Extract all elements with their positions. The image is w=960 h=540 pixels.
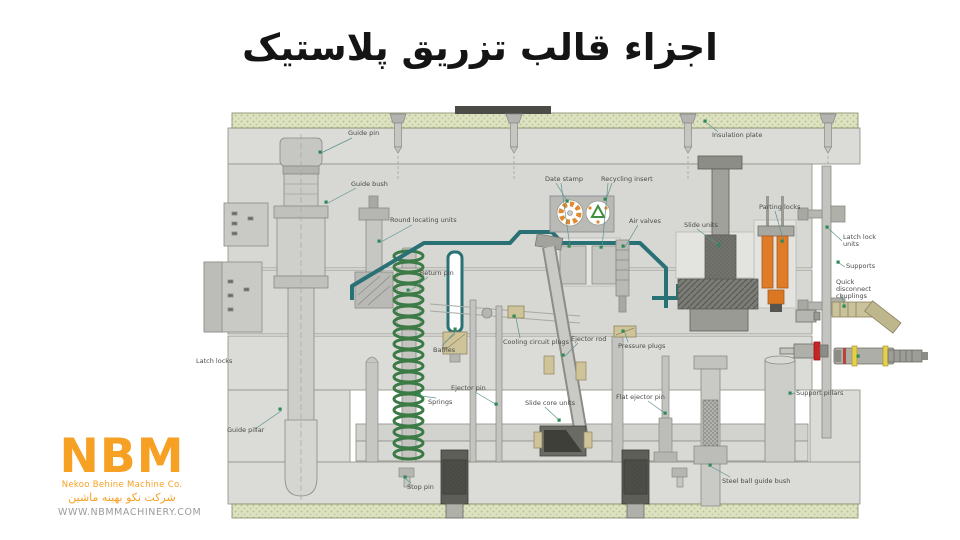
parting-lock (757, 196, 795, 312)
elbow-coupling (831, 300, 902, 334)
nbm-logo: NBM Nekoo Behine Machine Co. شرکت نکو به… (58, 429, 202, 519)
nbm-company-name-fa: شرکت نکو بهینه ماشین (68, 491, 176, 505)
nbm-logo-word: NBM (59, 429, 185, 484)
machine-nozzle-bar (455, 106, 551, 114)
baffle (442, 250, 468, 363)
flat-ejector-pin (653, 355, 678, 463)
stop-pins (398, 467, 688, 488)
bottom-screw-bushings (440, 449, 650, 519)
guide-pin-assembly (273, 134, 329, 500)
left-latch-blocks (203, 202, 269, 333)
slide-unit (677, 155, 759, 332)
nbm-website: WWW.NBMMACHINERY.COM (58, 507, 202, 519)
ejector-pins (365, 299, 624, 463)
leader-lines (254, 122, 846, 484)
page-title: اجزاء قالب تزریق پلاستیک (242, 26, 718, 69)
ejector-rod (534, 233, 590, 447)
slide-core-unit (533, 425, 593, 457)
support-pillar (764, 355, 796, 463)
recycling-insert-dial (585, 200, 611, 226)
steel-ball-guide-bush (693, 355, 728, 507)
date-stamp-plate (549, 195, 615, 233)
pressure-plug (613, 325, 637, 338)
edge-couplings (779, 309, 829, 361)
leader-dots (278, 119, 860, 479)
nbm-company-name-en: Nekoo Behine Machine Co. (61, 480, 183, 491)
air-valve (615, 239, 630, 313)
quick-coupling (833, 345, 928, 367)
insert-bodies (559, 245, 617, 285)
